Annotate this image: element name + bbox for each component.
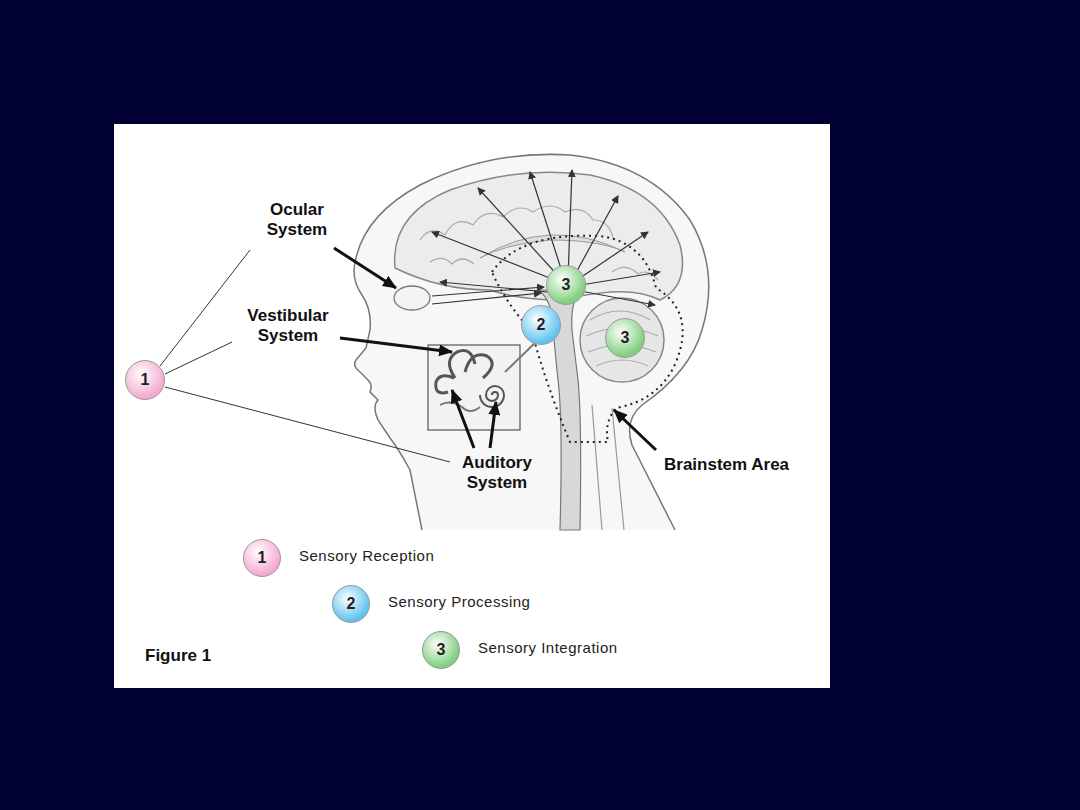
system-label: Vestibular System	[238, 306, 338, 346]
head-outline	[354, 154, 709, 530]
figure-label: Figure 1	[145, 646, 211, 666]
callout-circle: 3	[546, 265, 586, 305]
callout-number: 3	[621, 329, 630, 347]
legend-text: Sensory Processing	[388, 593, 530, 610]
label-arrows	[334, 248, 656, 450]
semicircular-canals	[436, 351, 492, 393]
callout-circle: 3	[605, 318, 645, 358]
callout-circle: 1	[125, 360, 165, 400]
cerebrum	[395, 172, 683, 300]
leader-lines	[160, 250, 450, 462]
callout-number: 3	[562, 276, 571, 294]
integration-arrows	[432, 170, 660, 305]
system-label: Auditory System	[447, 453, 547, 493]
figure-panel	[114, 124, 830, 688]
cerebellum	[580, 298, 664, 382]
callout-number: 1	[141, 371, 150, 389]
legend-number: 2	[332, 585, 370, 623]
callout-circle: 2	[521, 305, 561, 345]
cochlea	[480, 386, 504, 407]
inner-ear-box	[428, 345, 520, 430]
legend-text: Sensory Integration	[478, 639, 618, 656]
system-label: Ocular System	[247, 200, 347, 240]
legend-number: 1	[243, 539, 281, 577]
legend-text: Sensory Reception	[299, 547, 434, 564]
eye	[394, 286, 430, 310]
legend-number: 3	[422, 631, 460, 669]
callout-number: 2	[537, 316, 546, 334]
area-label: Brainstem Area	[664, 455, 789, 475]
